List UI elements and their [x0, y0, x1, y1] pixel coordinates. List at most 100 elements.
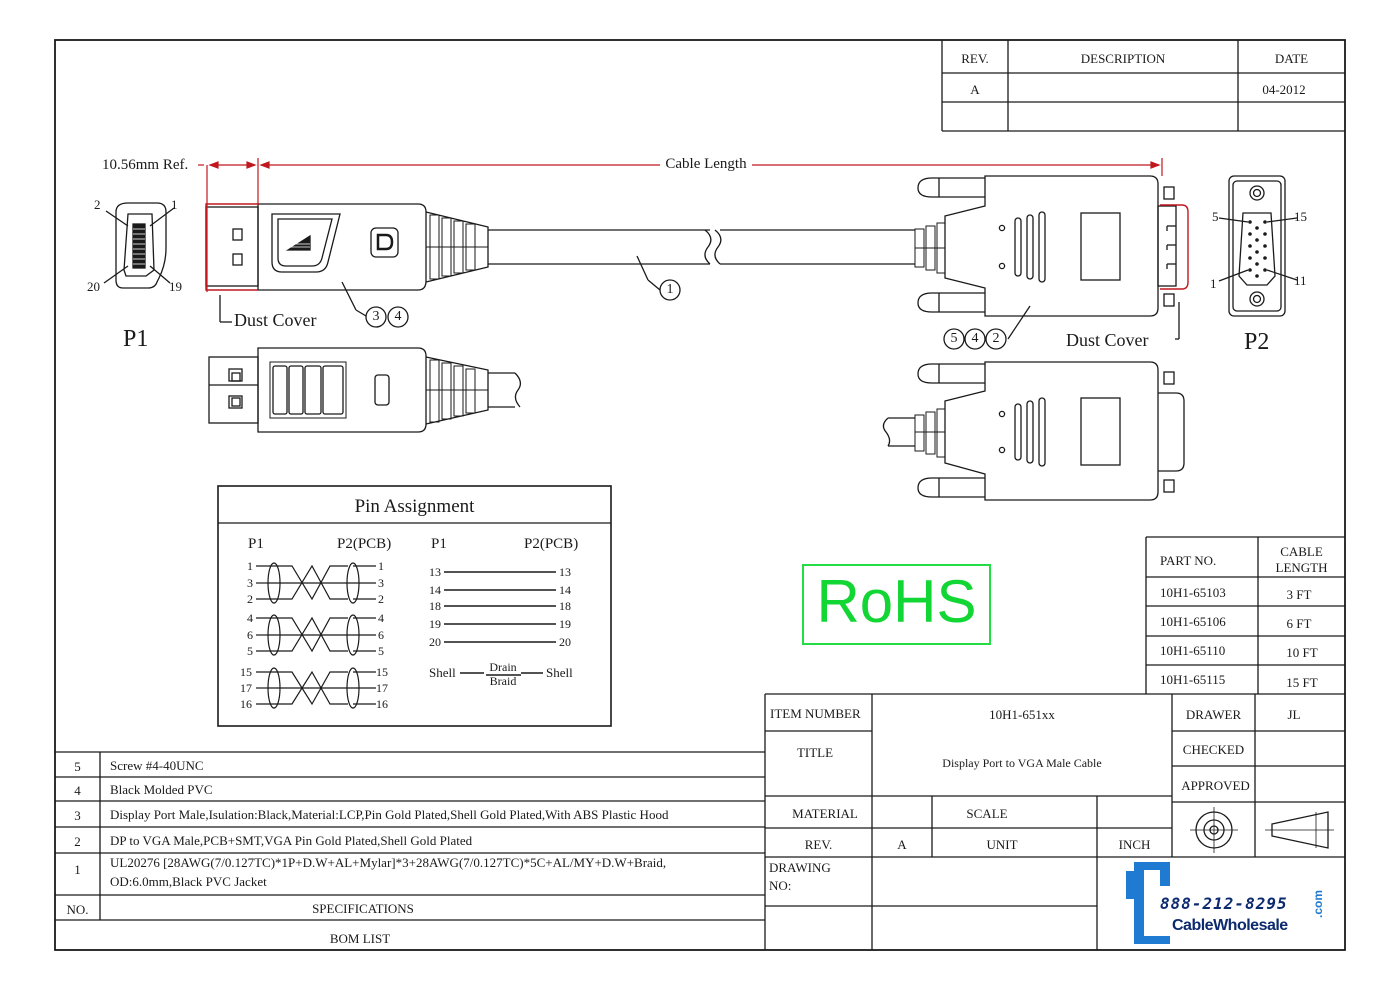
- bom-list-footer: BOM LIST: [329, 931, 391, 946]
- drawer-value: JL: [1287, 707, 1301, 722]
- pa-g2-left-0: 4: [247, 611, 253, 625]
- date-header: DATE: [1274, 51, 1309, 66]
- bom-no-header: NO.: [66, 902, 89, 917]
- description-header: DESCRIPTION: [1080, 51, 1166, 66]
- p2-pin-11: 11: [1294, 273, 1307, 288]
- pa-g3-left-0: 15: [240, 665, 252, 679]
- part-row-3-part: 10H1-65115: [1160, 672, 1226, 687]
- bom-row-4-no: 4: [74, 783, 81, 798]
- pa-s-left-3: 19: [429, 617, 441, 631]
- pa-shell-left: Shell: [429, 665, 456, 680]
- pin-wiring-twisted: [256, 562, 376, 709]
- item-number-value: 10H1-651xx: [989, 707, 1055, 722]
- p2-label: P2: [1244, 329, 1270, 355]
- drawing-no-label-2: NO:: [769, 878, 792, 893]
- part-row-2-part: 10H1-65110: [1160, 643, 1226, 658]
- cable-length-label: Cable Length: [665, 156, 747, 172]
- p1-pin-20: 20: [87, 279, 100, 294]
- bom-row-1-spec-line1: UL20276 [28AWG(7/0.127TC)*1P+D.W+AL+Myla…: [110, 855, 667, 870]
- pa-g2-left-1: 6: [247, 628, 253, 642]
- part-row-1-part: 10H1-65106: [1160, 614, 1226, 629]
- dp-plug-bottom-view: [208, 347, 522, 433]
- drawing-no-label-1: DRAWING: [769, 860, 831, 875]
- pa-s-right-2: 18: [559, 599, 571, 613]
- p2-end-view: [1218, 175, 1298, 317]
- rev-date: 04-2012: [1262, 82, 1306, 97]
- pa-g2-left-2: 5: [247, 644, 253, 658]
- part-row-2-length: 10 FT: [1286, 645, 1318, 660]
- checked-label: CHECKED: [1182, 742, 1245, 757]
- unit-value: INCH: [1118, 837, 1151, 852]
- pa-s-left-0: 13: [429, 565, 441, 579]
- ref-dimension-label: 10.56mm Ref.: [102, 157, 189, 173]
- bom-spec-header: SPECIFICATIONS: [312, 901, 414, 916]
- rev-header: REV.: [961, 51, 989, 66]
- projection-symbol: [1190, 807, 1334, 853]
- p1-end-view: [103, 202, 175, 289]
- pa-g1-right-2: 2: [378, 592, 384, 606]
- pa-g3-right-2: 16: [376, 697, 388, 711]
- vga-plug-bottom-view: [882, 361, 1185, 501]
- item-number-label: ITEM NUMBER: [770, 706, 861, 721]
- cable-length-header-1: CABLE: [1280, 544, 1323, 559]
- approved-label: APPROVED: [1181, 778, 1250, 793]
- pin-wiring-straight: [444, 571, 556, 676]
- bom-row-3-no: 3: [74, 808, 81, 823]
- callout-3: 3: [372, 309, 380, 324]
- revision-table-grid: [941, 40, 1345, 132]
- pa-drain: Drain: [489, 660, 517, 674]
- p1-pin-2: 2: [94, 197, 101, 212]
- logo-name: CableWholesale: [1172, 917, 1288, 934]
- callout-4b: 4: [971, 331, 979, 346]
- bom-row-5-spec: Screw #4-40UNC: [110, 758, 204, 773]
- sheet-border: [54, 39, 1346, 951]
- title-value: Display Port to VGA Male Cable: [942, 756, 1102, 770]
- pa-g1-right-0: 1: [378, 559, 384, 573]
- material-label: MATERIAL: [792, 806, 858, 821]
- pa-g3-right-1: 17: [376, 681, 388, 695]
- bom-row-3-spec: Display Port Male,Isulation:Black,Materi…: [110, 807, 669, 822]
- rev-label: REV.: [804, 837, 833, 852]
- pa-s-left-1: 14: [429, 583, 441, 597]
- title-block-grid: [764, 693, 1345, 950]
- dimension-lines: [198, 158, 1189, 292]
- pa-s-right-4: 20: [559, 635, 571, 649]
- bom-row-2-spec: DP to VGA Male,PCB+SMT,VGA Pin Gold Plat…: [110, 833, 473, 848]
- logo-mark: [1126, 862, 1170, 944]
- pin-assignment-box: [217, 485, 612, 727]
- callout-1: 1: [666, 282, 674, 297]
- scale-label: SCALE: [966, 806, 1008, 821]
- pa-left-p2-header: P2(PCB): [337, 536, 392, 552]
- p1-pin-1: 1: [171, 197, 178, 212]
- part-no-header: PART NO.: [1160, 553, 1217, 568]
- pa-g1-left-2: 2: [247, 592, 253, 606]
- pa-s-right-1: 14: [559, 583, 571, 597]
- pa-right-p1-header: P1: [431, 536, 447, 552]
- rev-title-value: A: [897, 837, 907, 852]
- logo-com: .com: [1311, 889, 1325, 918]
- dust-cover-left-label: Dust Cover: [234, 310, 317, 330]
- p1-pin-19: 19: [169, 279, 182, 294]
- pa-g2-right-0: 4: [378, 611, 384, 625]
- pa-braid: Braid: [489, 674, 517, 688]
- pa-g2-right-1: 6: [378, 628, 384, 642]
- drawer-label: DRAWER: [1185, 707, 1242, 722]
- unit-label: UNIT: [986, 837, 1018, 852]
- p2-pin-15: 15: [1294, 209, 1307, 224]
- rohs-text: RoHS: [816, 568, 977, 635]
- callout-circles: [365, 279, 1007, 350]
- bom-row-2-no: 2: [74, 834, 81, 849]
- pa-g1-left-0: 1: [247, 559, 253, 573]
- bom-row-1-no: 1: [74, 862, 81, 877]
- callout-2: 2: [992, 331, 1000, 346]
- pa-shell-right: Shell: [546, 665, 573, 680]
- pa-right-p2-header: P2(PCB): [524, 536, 579, 552]
- part-row-0-length: 3 FT: [1286, 587, 1312, 602]
- rohs-mark: RoHS: [802, 564, 991, 645]
- pa-s-left-2: 18: [429, 599, 441, 613]
- dp-plug-side-view: [205, 203, 915, 291]
- dust-cover-right-label: Dust Cover: [1066, 330, 1149, 350]
- pa-left-p1-header: P1: [248, 536, 264, 552]
